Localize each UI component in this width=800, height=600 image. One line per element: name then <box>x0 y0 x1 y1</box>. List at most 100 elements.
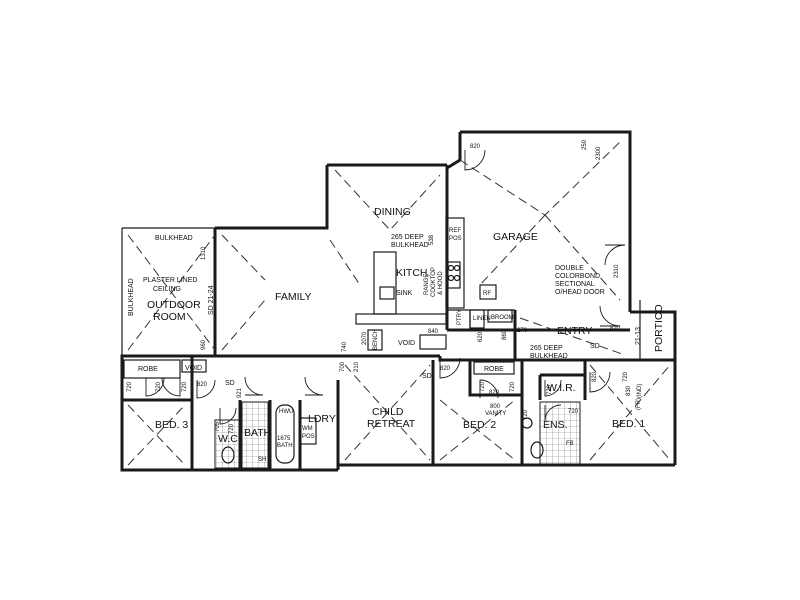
room-ldry: LDRY <box>308 413 336 425</box>
door-ldry <box>304 376 324 396</box>
room-outdoor-line2: ROOM <box>153 311 186 323</box>
door-entry <box>599 305 621 327</box>
dim-705: 705 <box>215 421 221 432</box>
note-garage-door-line1: DOUBLE <box>555 265 584 272</box>
room-entry: ENTRY <box>557 325 592 337</box>
interior-walls <box>122 165 675 470</box>
note-fb: FB <box>566 441 574 447</box>
door-swings <box>145 149 626 425</box>
dim-bed2-820: 820 <box>489 390 500 396</box>
plan-notes: BULKHEAD BULKHEAD PLASTER LINED CEILING … <box>128 228 643 463</box>
dim-830: 830 <box>626 385 632 396</box>
note-range-line3: & HOOD <box>438 271 444 295</box>
note-portico-dim: 21-13 <box>635 327 642 345</box>
note-sink: SINK <box>396 290 413 297</box>
dim-840: 840 <box>428 329 439 335</box>
exterior-walls <box>120 130 677 472</box>
note-hwu: HWU <box>279 409 293 415</box>
note-bulkhead1-line2: BULKHEAD <box>391 242 429 249</box>
dim-250: 250 <box>582 139 588 150</box>
note-pantry: PTRY <box>457 309 463 325</box>
note-bath-size-line1: 1675 <box>277 436 291 442</box>
wet-areas <box>123 309 581 469</box>
door-child <box>439 357 461 379</box>
note-sd-bed3: SD <box>225 380 235 387</box>
room-outdoor-line1: OUTDOOR <box>147 299 201 311</box>
note-sh: SH <box>258 457 266 463</box>
room-bed2: BED. 2 <box>463 419 496 431</box>
dim-wir-720: 720 <box>547 384 553 395</box>
note-ind: (IND) <box>637 384 643 398</box>
room-family: FAMILY <box>275 291 312 303</box>
dim-bed3-720c: 720 <box>182 381 188 392</box>
note-rf: RF <box>483 291 491 297</box>
note-range-line2: COOKTOP <box>431 267 437 297</box>
door-bath <box>244 376 264 396</box>
note-sd-family: SD 21-24 <box>208 285 215 315</box>
door-robe-3a <box>145 377 165 397</box>
dim-bed2-720b: 720 <box>510 381 516 392</box>
dim-270: 270 <box>517 328 528 334</box>
note-bulkhead2-line1: 265 DEEP <box>530 345 563 352</box>
dim-bed3-720a: 720 <box>127 381 133 392</box>
note-bulkhead1-line1: 265 DEEP <box>391 234 424 241</box>
door-robe-3b <box>161 377 181 397</box>
room-wir: W.I.R. <box>547 382 576 394</box>
room-bed1: BED. 1 <box>612 418 645 430</box>
room-garage: GARAGE <box>493 231 538 243</box>
dim-921: 921 <box>237 387 243 398</box>
note-bath-size-line2: BATH <box>277 443 293 449</box>
dim-2070: 2070 <box>362 331 368 345</box>
dim-bed2-720a: 720 <box>480 381 486 392</box>
dimension-labels: 820 250 2300 538 1310 2310 860 960 740 2… <box>127 139 632 434</box>
note-void-box: VOID <box>185 365 202 372</box>
door-garage <box>464 149 486 171</box>
door-wc <box>219 407 237 425</box>
room-kitchen: KITCH. <box>396 267 430 279</box>
note-vanity-line2: VANITY <box>485 411 506 417</box>
note-ref-line1: REF <box>449 228 461 234</box>
note-garage-door-line4: O/HEAD DOOR <box>555 289 605 296</box>
room-bath: BATH <box>244 427 271 439</box>
note-robe-bed3: ROBE <box>138 366 158 373</box>
dim-860: 860 <box>502 329 508 340</box>
door-garage-east <box>604 244 626 266</box>
note-plaster-line1: PLASTER LINED <box>143 277 197 284</box>
room-ens: ENS. <box>543 419 568 431</box>
room-bed3: BED. 3 <box>155 419 188 431</box>
note-bench-left: BENCH <box>373 329 379 350</box>
note-bulkhead2-line2: BULKHEAD <box>530 353 568 360</box>
dim-740: 740 <box>342 341 348 352</box>
door-bed1 <box>589 371 611 393</box>
door-ens <box>544 404 562 422</box>
dim-210: 210 <box>354 361 360 372</box>
note-ref-line2: POS <box>449 236 462 242</box>
dim-ens-720b: 720 <box>523 409 529 420</box>
room-portico: PORTICO <box>653 304 665 352</box>
dim-700: 700 <box>340 361 346 372</box>
door-wir <box>544 379 562 397</box>
note-robe-bed2: ROBE <box>484 366 504 373</box>
note-wm-line2: POS <box>302 434 315 440</box>
dim-bed3-720b: 720 <box>156 381 162 392</box>
room-dining: DINING <box>374 206 411 218</box>
note-vanity-line1: 800 <box>490 404 501 410</box>
dim-1310: 1310 <box>201 246 207 260</box>
dim-child-820: 820 <box>440 366 451 372</box>
room-child-line1: CHILD <box>372 406 404 418</box>
note-void-text: VOID <box>398 340 415 347</box>
note-linen: LINEN <box>473 316 491 322</box>
note-sd-child: SD <box>422 373 432 380</box>
dim-wc-720: 720 <box>229 423 235 434</box>
dim-2310: 2310 <box>614 264 620 278</box>
note-garage-door-line3: SECTIONAL <box>555 281 595 288</box>
dim-entry-820: 820 <box>610 326 621 332</box>
dim-620: 620 <box>478 331 484 342</box>
note-wm-line1: WM <box>302 426 313 432</box>
note-frd: (FR) <box>636 398 642 410</box>
door-bed2 <box>479 379 499 399</box>
dim-538: 538 <box>429 234 435 245</box>
dim-garage-820: 820 <box>470 144 481 150</box>
note-garage-door-line2: COLORBOND <box>555 273 600 280</box>
